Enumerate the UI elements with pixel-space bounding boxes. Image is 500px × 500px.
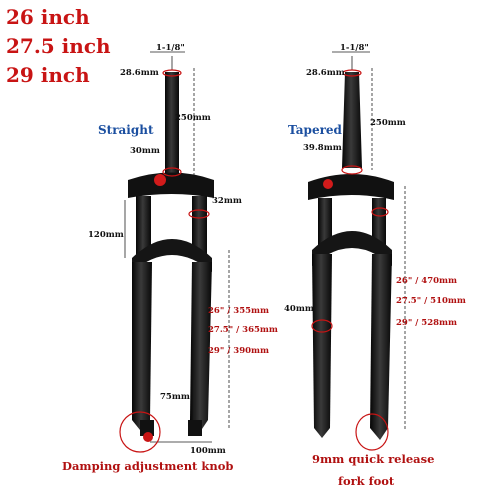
left-stanchion-dia: 32mm xyxy=(212,196,242,206)
left-travel: 120mm xyxy=(88,230,124,240)
left-length-26: 26" / 355mm xyxy=(208,306,270,316)
left-hub-width: 100mm xyxy=(190,446,226,456)
right-caption-line1: 9mm quick release xyxy=(312,452,435,466)
right-length-29: 29" / 528mm xyxy=(396,318,458,328)
size-27-5: 27.5 inch xyxy=(6,34,111,58)
right-steerer-length: 250mm xyxy=(370,118,406,128)
right-type-label: Tapered xyxy=(288,123,342,137)
size-26: 26 inch xyxy=(6,5,90,29)
lockout-knob-icon xyxy=(154,174,166,186)
damping-knob-icon xyxy=(143,432,153,442)
right-steerer-dia: 1-1/8" xyxy=(340,43,369,53)
right-length-27-5: 27.5" / 510mm xyxy=(396,296,466,306)
size-29: 29 inch xyxy=(6,63,90,87)
left-fork xyxy=(128,72,214,442)
left-type-label: Straight xyxy=(98,123,154,137)
right-top-dia: 28.6mm xyxy=(306,68,345,78)
left-length-29: 29" / 390mm xyxy=(208,346,270,356)
right-caption-line2: fork foot xyxy=(338,474,395,488)
right-length-26: 26" / 470mm xyxy=(396,276,458,286)
wheel-size-list: 26 inch 27.5 inch 29 inch xyxy=(6,6,111,93)
left-top-dia: 28.6mm xyxy=(120,68,159,78)
right-crown-dia: 39.8mm xyxy=(303,143,342,153)
left-caption: Damping adjustment knob xyxy=(62,459,234,473)
right-leg-dia: 40mm xyxy=(284,304,314,314)
left-steerer-dia: 1-1/8" xyxy=(156,43,185,53)
right-fork xyxy=(308,72,394,440)
left-dropout-height: 75mm xyxy=(160,392,190,402)
left-steerer-length: 250mm xyxy=(175,113,211,123)
left-crown-dia: 30mm xyxy=(130,146,160,156)
left-length-27-5: 27.5" / 365mm xyxy=(208,325,278,335)
